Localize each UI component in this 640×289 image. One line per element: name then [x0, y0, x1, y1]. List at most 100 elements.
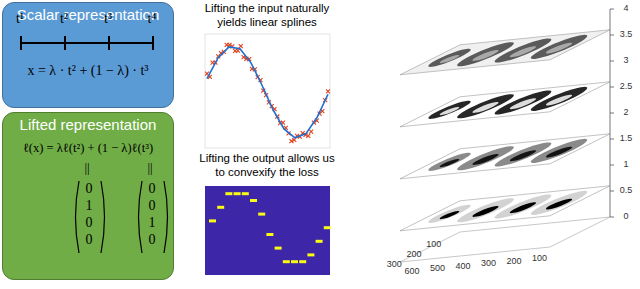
- sample-marker: [306, 134, 310, 138]
- lifted-output-dashes: [209, 192, 331, 263]
- axis-tick: [610, 87, 614, 88]
- knot-label: t²: [60, 11, 68, 28]
- axis-tick: [610, 139, 614, 140]
- vector-bracket: [101, 181, 105, 253]
- fruit-texture: [436, 210, 463, 219]
- vector-entry: 0: [149, 198, 156, 215]
- label-dash: [250, 199, 257, 202]
- panel-caption: Lifting the output allows us to convexif…: [199, 152, 335, 180]
- label-dash: [234, 192, 241, 195]
- label-dash: [209, 219, 216, 222]
- vector-entry: 0: [149, 232, 156, 249]
- axis-value: 3: [623, 55, 628, 66]
- axis-value: 1: [623, 159, 628, 170]
- vector-entry: 0: [149, 181, 156, 198]
- number-line-tick: [108, 36, 110, 50]
- vector-bracket: [76, 181, 80, 253]
- equality-sign: ||: [147, 160, 152, 176]
- label-dash: [258, 213, 265, 216]
- axis-value: 300: [481, 258, 496, 269]
- fruit-shape: [520, 85, 598, 112]
- axis-floor: [400, 217, 610, 262]
- image-plane: [400, 30, 610, 75]
- axis-tick: [610, 9, 614, 10]
- axis-tick: [610, 35, 614, 36]
- vector-bracket: [139, 181, 143, 253]
- plot-frame: [205, 34, 330, 148]
- linear-spline: [207, 47, 328, 138]
- plane-ground: [400, 186, 610, 231]
- axis-value: 200: [506, 256, 521, 267]
- label-dash: [316, 240, 323, 243]
- fruit-shape: [520, 189, 598, 216]
- sample-marker: [309, 130, 313, 134]
- plane-ground: [400, 134, 610, 179]
- fruit-texture: [436, 106, 463, 115]
- axis-tick: [610, 165, 614, 166]
- fruit-texture: [541, 42, 578, 54]
- fruit-texture: [541, 94, 578, 106]
- sample-marker: [326, 89, 330, 93]
- axis-value: 1.5: [620, 133, 633, 144]
- box-figure: [3, 113, 203, 289]
- number-line-tick: [64, 36, 66, 50]
- axis-value: 100: [426, 239, 441, 250]
- axis-value: 2.5: [620, 81, 633, 92]
- box-title: Lifted representation: [20, 116, 157, 134]
- axis-value: 3.5: [620, 29, 633, 40]
- axis-value: 0: [623, 211, 628, 222]
- axis-value: 100: [532, 253, 547, 264]
- knot-label: t⁴: [148, 11, 157, 28]
- axis-value: 300: [387, 259, 402, 270]
- equality-sign: ||: [84, 160, 89, 176]
- fruit-texture: [436, 54, 463, 63]
- plane-ground: [400, 30, 610, 75]
- vector-entry: 1: [149, 215, 156, 232]
- label-dash: [324, 226, 331, 229]
- sample-marker: [239, 44, 243, 48]
- vector-entry: 0: [86, 232, 93, 249]
- vector-entry: 1: [86, 198, 93, 215]
- label-dash: [307, 253, 314, 256]
- axis-tick: [610, 61, 614, 62]
- vector-entry: 0: [86, 215, 93, 232]
- box-title: Scalar representation: [17, 6, 160, 24]
- label-dash: [266, 233, 273, 236]
- vector-bracket: [164, 181, 168, 253]
- axis-tick: [610, 113, 614, 114]
- label-dash: [299, 260, 306, 263]
- knot-label: t¹: [16, 11, 24, 28]
- axis-value: 4: [623, 3, 628, 14]
- image-layers: [400, 30, 610, 231]
- axis-value: 0.5: [620, 185, 633, 196]
- lifted-output-image: [205, 186, 330, 275]
- vector-entry: 0: [86, 181, 93, 198]
- fruit-texture: [541, 198, 578, 210]
- image-plane: [400, 186, 610, 231]
- number-line: [21, 42, 153, 44]
- axes-3d: [400, 9, 614, 262]
- label-dash: [225, 192, 232, 195]
- number-line-tick: [152, 36, 154, 50]
- label-dash: [291, 260, 298, 263]
- equation: ℓ(x) = λℓ(t²) + (1 − λ)ℓ(t³): [23, 141, 153, 156]
- sample-marker: [292, 138, 296, 142]
- plane-ground: [400, 82, 610, 127]
- equation: x = λ · t² + (1 − λ) · t³: [27, 63, 148, 80]
- axis-value: 200: [406, 249, 421, 260]
- spline-plot: [205, 43, 330, 143]
- axis-value: 500: [430, 263, 445, 274]
- knot-label: t³: [104, 11, 112, 28]
- fruit-texture: [541, 146, 578, 158]
- fruit-texture: [436, 158, 463, 167]
- axis-value: 600: [404, 266, 419, 277]
- axis-tick: [610, 191, 614, 192]
- panel-caption: Lifting the input naturally yields linea…: [199, 2, 335, 30]
- axis-value: 400: [455, 261, 470, 272]
- label-dash: [275, 247, 282, 250]
- label-dash: [217, 206, 224, 209]
- axis-tick: [610, 217, 614, 218]
- image-plane: [400, 82, 610, 127]
